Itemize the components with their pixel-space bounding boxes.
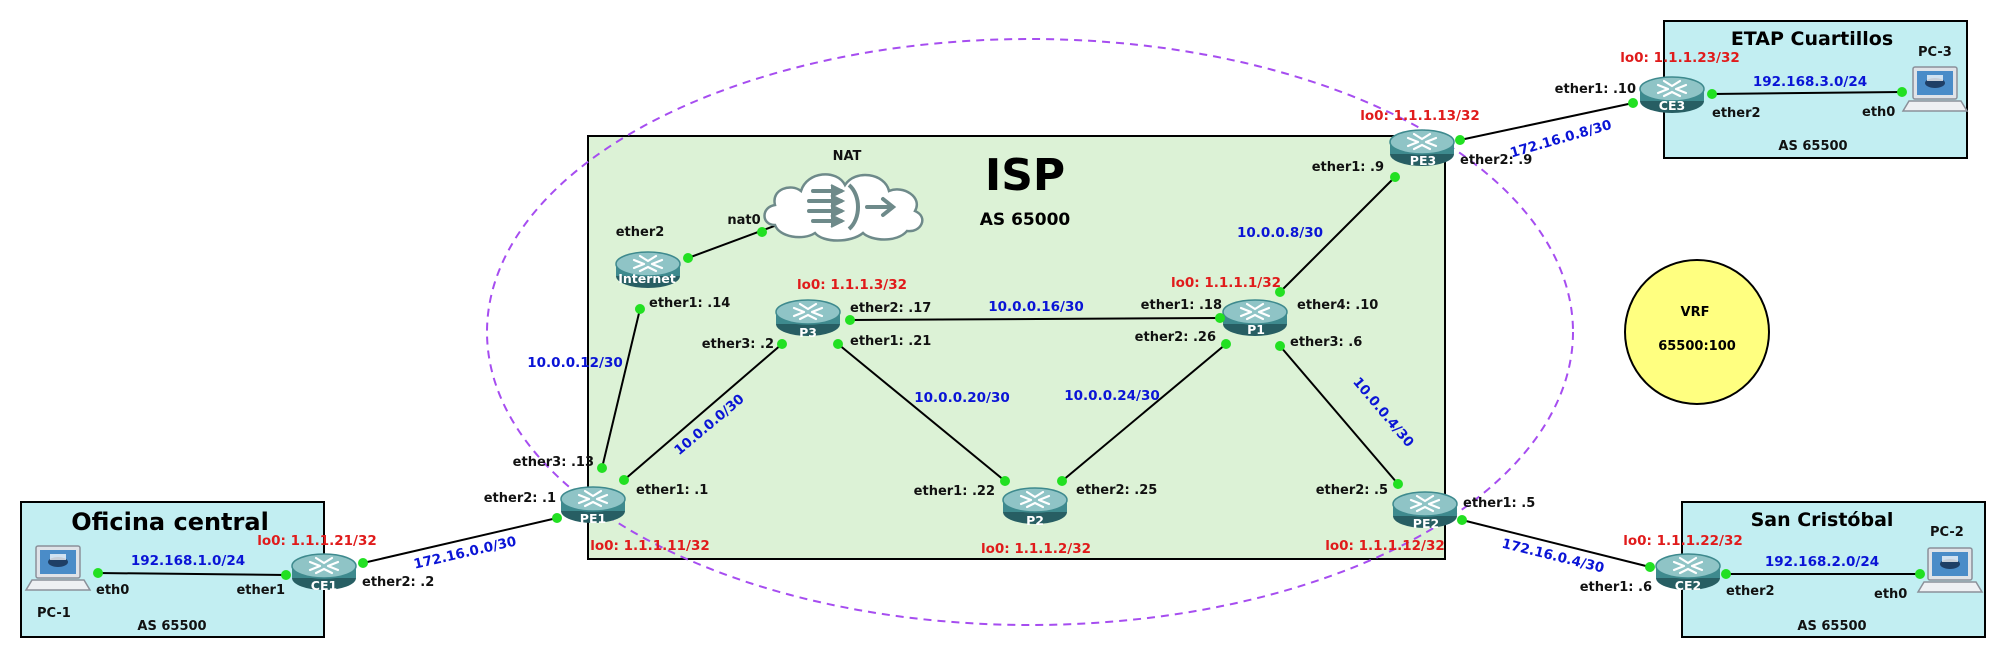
isp-area <box>587 135 1446 560</box>
router-internet-name: Internet <box>618 271 676 286</box>
link-ce1-pe1 <box>362 517 558 564</box>
interface-dots <box>93 87 1925 580</box>
net-pe3-ce3: 172.16.0.8/30 <box>1508 117 1613 161</box>
links <box>97 91 1920 576</box>
vrf-boundary-ellipse <box>486 38 1574 626</box>
router-pe1-name: PE1 <box>580 511 606 526</box>
net-p2-p1: 10.0.0.24/30 <box>1064 388 1159 404</box>
router-pe2-name: PE2 <box>1413 516 1439 531</box>
pc1-icon[interactable] <box>25 545 91 591</box>
router-pe3-name: PE3 <box>1410 153 1436 168</box>
if-ce1-pe1: ether2: .2 <box>362 575 434 590</box>
pc3-icon[interactable] <box>1902 66 1968 112</box>
if-p3-p2: ether1: .21 <box>850 334 931 349</box>
if-p2-p3: ether1: .22 <box>914 484 995 499</box>
if-p3-pe1: ether3: .2 <box>702 337 774 352</box>
pc1-label: PC-1 <box>37 606 71 621</box>
if-ce2-lan: ether2 <box>1726 584 1775 599</box>
if-pe1-internet: ether3: .13 <box>513 455 594 470</box>
lo-p2: lo0: 1.1.1.2/32 <box>981 541 1091 557</box>
net-pe1-internet: 10.0.0.12/30 <box>527 355 622 371</box>
net-p3-p2: 10.0.0.20/30 <box>914 390 1009 406</box>
if-ce1-lan: ether1 <box>236 583 285 598</box>
nat-label: NAT <box>833 149 862 164</box>
if-pe3-ce3: ether2: .9 <box>1460 153 1532 168</box>
if-p1-pe2: ether3: .6 <box>1290 335 1362 350</box>
if-p2-p1: ether2: .25 <box>1076 483 1157 498</box>
lo-ce2: lo0: 1.1.1.22/32 <box>1623 533 1742 549</box>
link-p2-p1 <box>1061 343 1227 482</box>
link-pc1-ce1 <box>97 572 287 576</box>
lo-pe2: lo0: 1.1.1.12/32 <box>1325 538 1444 554</box>
lo-ce3: lo0: 1.1.1.23/32 <box>1620 50 1739 66</box>
site-title-oficina: Oficina central <box>71 508 269 536</box>
link-pe3-ce3 <box>1459 102 1634 141</box>
link-p1-pe3 <box>1279 176 1396 293</box>
lan-cuartillos-label: 192.168.3.0/24 <box>1753 74 1867 90</box>
net-p1-pe3: 10.0.0.8/30 <box>1237 225 1323 241</box>
link-ce3-pc3 <box>1711 91 1903 95</box>
site-as-oficina: AS 65500 <box>137 619 206 634</box>
nat-cloud-icon[interactable] <box>763 173 924 242</box>
if-internet-nat: ether2 <box>616 225 665 240</box>
site-title-cristobal: San Cristóbal <box>1751 509 1894 531</box>
router-p2-name: P2 <box>1026 513 1044 528</box>
link-internet-nat <box>687 221 786 259</box>
if-p1-p2: ether2: .26 <box>1135 330 1216 345</box>
router-ce3-name: CE3 <box>1659 98 1685 113</box>
link-pe1-internet <box>601 308 641 469</box>
lo-pe1: lo0: 1.1.1.11/32 <box>590 538 709 554</box>
nat-iface-label: nat0 <box>727 213 760 228</box>
isp-title: ISP <box>985 150 1065 201</box>
link-p1-pe2 <box>1279 345 1399 485</box>
router-ce2-name: CE2 <box>1675 578 1701 593</box>
site-title-cuartillos: ETAP Cuartillos <box>1731 28 1893 50</box>
pc2-iface-label: eth0 <box>1874 587 1907 602</box>
pc1-iface-label: eth0 <box>96 583 129 598</box>
pc3-iface-label: eth0 <box>1862 105 1895 120</box>
if-pe3-p1: ether1: .9 <box>1312 160 1384 175</box>
site-as-cuartillos: AS 65500 <box>1778 139 1847 154</box>
router-ce1-name: CE1 <box>311 578 337 593</box>
lo-pe3: lo0: 1.1.1.13/32 <box>1360 108 1479 124</box>
link-pe2-ce2 <box>1461 519 1651 568</box>
if-pe2-ce2: ether1: .5 <box>1463 496 1535 511</box>
pc3-label: PC-3 <box>1918 45 1952 60</box>
if-ce3-lan: ether2 <box>1712 106 1761 121</box>
if-pe1-ce1: ether2: .1 <box>484 491 556 506</box>
lo-p3: lo0: 1.1.1.3/32 <box>797 277 907 293</box>
pc2-label: PC-2 <box>1930 525 1964 540</box>
if-ce2-pe2: ether1: .6 <box>1580 580 1652 595</box>
router-p1-name: P1 <box>1247 322 1265 337</box>
link-p3-p2 <box>837 343 1006 482</box>
if-ce3-pe3: ether1: .10 <box>1555 82 1636 97</box>
net-p3-p1: 10.0.0.16/30 <box>988 299 1083 315</box>
if-p1-p3: ether1: .18 <box>1141 298 1222 313</box>
link-pe1-p3 <box>623 343 783 481</box>
router-p3-name: P3 <box>799 325 817 340</box>
isp-as-label: AS 65000 <box>980 210 1071 230</box>
lan-cristobal-label: 192.168.2.0/24 <box>1765 554 1879 570</box>
pc2-icon[interactable] <box>1917 547 1983 593</box>
if-p3-p1: ether2: .17 <box>850 301 931 316</box>
vrf-title: VRF <box>1681 305 1710 320</box>
lo-p1: lo0: 1.1.1.1/32 <box>1171 275 1281 291</box>
if-internet-pe1: ether1: .14 <box>649 296 730 311</box>
if-pe2-p1: ether2: .5 <box>1316 483 1388 498</box>
if-pe1-p3: ether1: .1 <box>636 483 708 498</box>
lan-oficina-label: 192.168.1.0/24 <box>131 553 245 569</box>
lo-ce1: lo0: 1.1.1.21/32 <box>257 533 376 549</box>
site-as-cristobal: AS 65500 <box>1797 619 1866 634</box>
vrf-value: 65500:100 <box>1658 339 1736 354</box>
link-p3-p1 <box>849 317 1221 321</box>
if-p1-pe3: ether4: .10 <box>1297 298 1378 313</box>
vrf-circle <box>1624 259 1770 405</box>
